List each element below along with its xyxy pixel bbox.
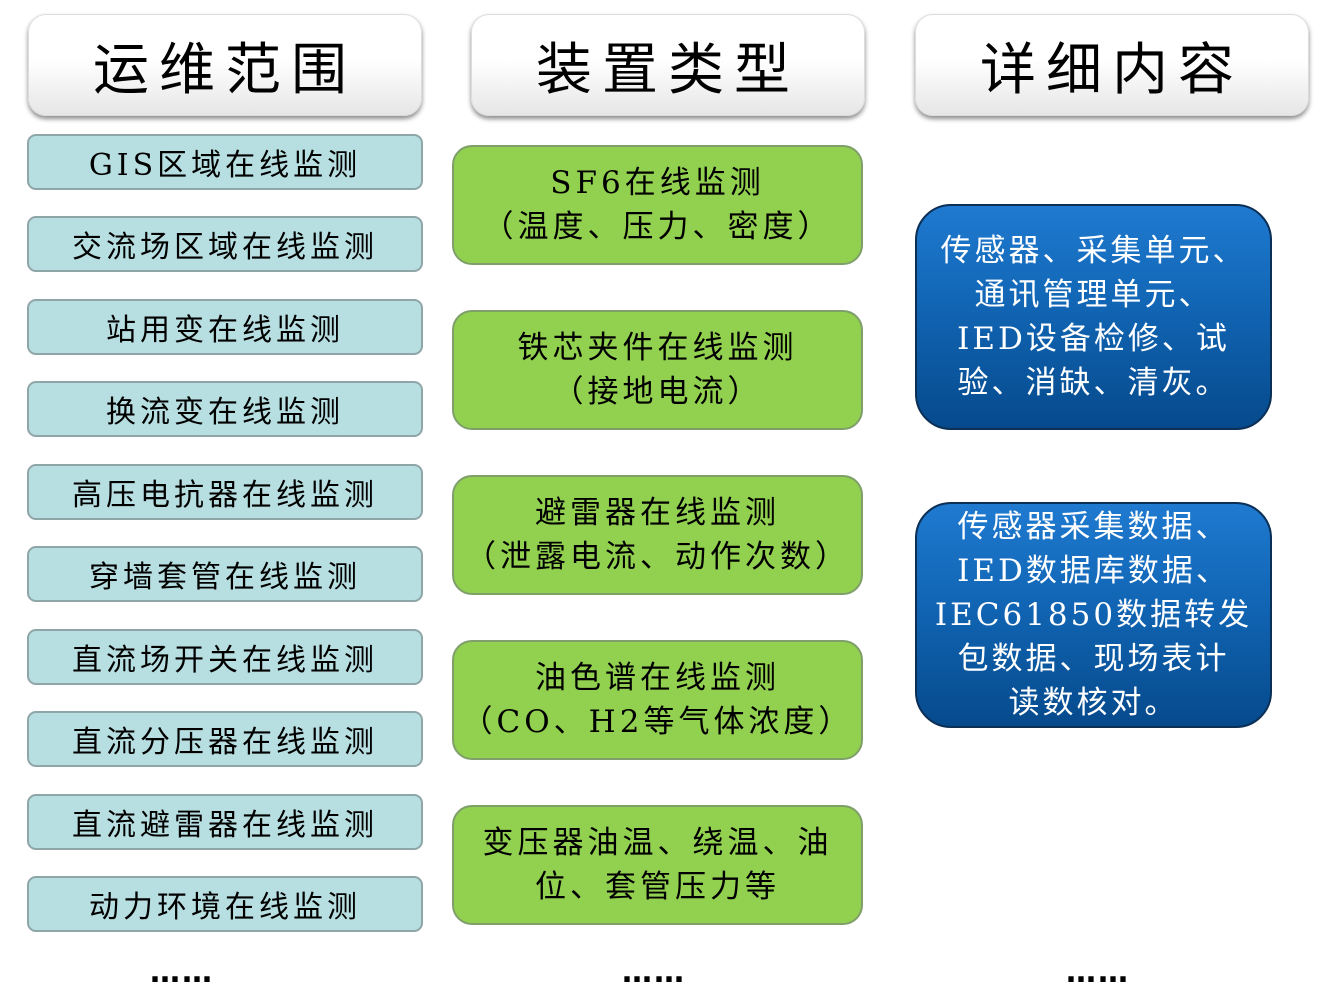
- detail-data-verification: 传感器采集数据、 IED数据库数据、 IEC61850数据转发 包数据、现场表计…: [915, 502, 1272, 728]
- device-item-line2: （温度、压力、密度）: [482, 209, 833, 245]
- detail-ellipsis: ……: [1066, 955, 1130, 990]
- scope-item-label: 穿墙套管在线监测: [89, 560, 361, 595]
- scope-ellipsis: ……: [150, 955, 214, 990]
- detail-line: 包数据、现场表计: [957, 641, 1230, 677]
- detail-maintenance: 传感器、采集单元、 通讯管理单元、 IED设备检修、试 验、消缺、清灰。: [915, 204, 1272, 430]
- device-item: 油色谱在线监测 （CO、H2等气体浓度）: [452, 640, 863, 760]
- device-item: 铁芯夹件在线监测 （接地电流）: [452, 310, 863, 430]
- detail-line: 通讯管理单元、: [974, 277, 1213, 313]
- scope-item: 换流变在线监测: [27, 381, 423, 437]
- detail-line: IED数据库数据、: [957, 553, 1230, 589]
- scope-item: 直流避雷器在线监测: [27, 794, 423, 850]
- device-item-line1: 避雷器在线监测: [535, 495, 780, 531]
- scope-item: 高压电抗器在线监测: [27, 464, 423, 520]
- scope-item: 交流场区域在线监测: [27, 216, 423, 272]
- scope-item-label: 高压电抗器在线监测: [72, 478, 378, 513]
- scope-item: 站用变在线监测: [27, 299, 423, 355]
- scope-item-label: 动力环境在线监测: [89, 890, 361, 925]
- device-item-line2: 位、套管压力等: [535, 869, 780, 905]
- scope-item-label: 直流分压器在线监测: [72, 725, 378, 760]
- scope-item: 直流场开关在线监测: [27, 629, 423, 685]
- device-item-line1: 铁芯夹件在线监测: [517, 330, 798, 366]
- scope-item: 穿墙套管在线监测: [27, 546, 423, 602]
- device-item: 避雷器在线监测 （泄露电流、动作次数）: [452, 475, 863, 595]
- device-item-line2: （CO、H2等气体浓度）: [461, 704, 854, 740]
- scope-item-label: 直流避雷器在线监测: [72, 808, 378, 843]
- device-item-line2: （接地电流）: [552, 374, 763, 410]
- device-item-line1: 变压器油温、绕温、油: [482, 825, 833, 861]
- scope-item-label: 站用变在线监测: [106, 313, 344, 348]
- header-details-label: 详细内容: [980, 37, 1244, 103]
- device-item: SF6在线监测 （温度、压力、密度）: [452, 145, 863, 265]
- scope-item-label: 直流场开关在线监测: [72, 643, 378, 678]
- scope-item-label: 换流变在线监测: [106, 395, 344, 430]
- scope-item: GIS区域在线监测: [27, 134, 423, 190]
- scope-item-label: GIS区域在线监测: [88, 148, 362, 183]
- device-ellipsis: ……: [622, 955, 686, 990]
- device-item-line1: SF6在线监测: [550, 165, 765, 201]
- header-scope-label: 运维范围: [93, 37, 357, 103]
- detail-line: 传感器、采集单元、: [940, 233, 1247, 269]
- header-device-type: 装置类型: [471, 14, 865, 116]
- detail-line: 读数核对。: [1008, 685, 1179, 721]
- device-item-line2: （泄露电流、动作次数）: [465, 539, 850, 575]
- detail-line: IEC61850数据转发: [934, 597, 1253, 633]
- scope-item-label: 交流场区域在线监测: [72, 230, 378, 265]
- device-item: 变压器油温、绕温、油 位、套管压力等: [452, 805, 863, 925]
- scope-item: 动力环境在线监测: [27, 876, 423, 932]
- detail-line: 传感器采集数据、: [957, 509, 1230, 545]
- scope-item: 直流分压器在线监测: [27, 711, 423, 767]
- detail-line: 验、消缺、清灰。: [957, 365, 1230, 401]
- detail-line: IED设备检修、试: [957, 321, 1230, 357]
- header-scope: 运维范围: [28, 14, 422, 116]
- device-item-line1: 油色谱在线监测: [535, 660, 780, 696]
- header-details: 详细内容: [915, 14, 1309, 116]
- header-device-type-label: 装置类型: [536, 37, 800, 103]
